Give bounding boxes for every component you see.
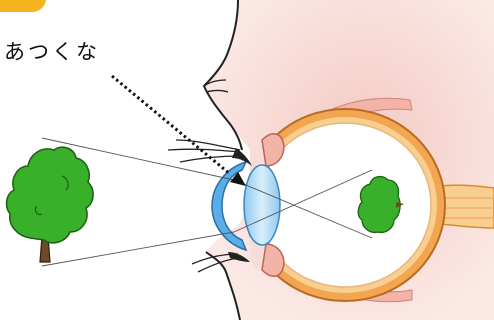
crystalline-lens (244, 165, 280, 245)
annotation-label: あつくな (4, 36, 100, 66)
optic-nerve (440, 185, 494, 228)
retina (259, 123, 431, 287)
corner-tab (0, 0, 46, 12)
tree-icon (7, 147, 94, 262)
